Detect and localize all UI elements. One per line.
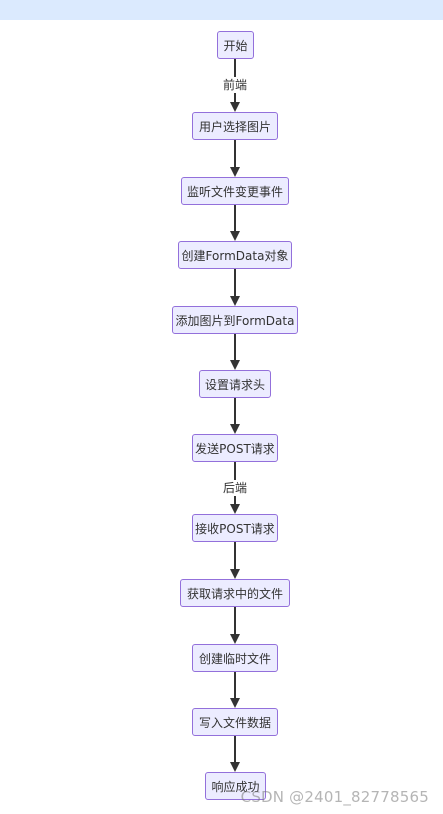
csdn-watermark: CSDN @2401_82778565 [240, 788, 429, 806]
node-append-image: 添加图片到FormData [172, 306, 298, 334]
node-listen-file-change: 监听文件变更事件 [181, 177, 289, 205]
node-response-success: 响应成功 [205, 772, 266, 800]
node-write-file-data: 写入文件数据 [192, 708, 278, 736]
node-create-temp-file: 创建临时文件 [192, 644, 278, 672]
node-send-post: 发送POST请求 [192, 434, 278, 462]
edge-label-backend: 后端 [221, 480, 250, 496]
node-set-headers: 设置请求头 [199, 370, 271, 398]
node-create-formdata: 创建FormData对象 [178, 241, 292, 269]
node-get-request-file: 获取请求中的文件 [180, 579, 290, 607]
edge-label-frontend: 前端 [221, 77, 250, 93]
top-band [0, 0, 443, 20]
node-receive-post: 接收POST请求 [192, 514, 278, 542]
node-start: 开始 [217, 31, 254, 59]
node-user-select-image: 用户选择图片 [192, 112, 278, 140]
